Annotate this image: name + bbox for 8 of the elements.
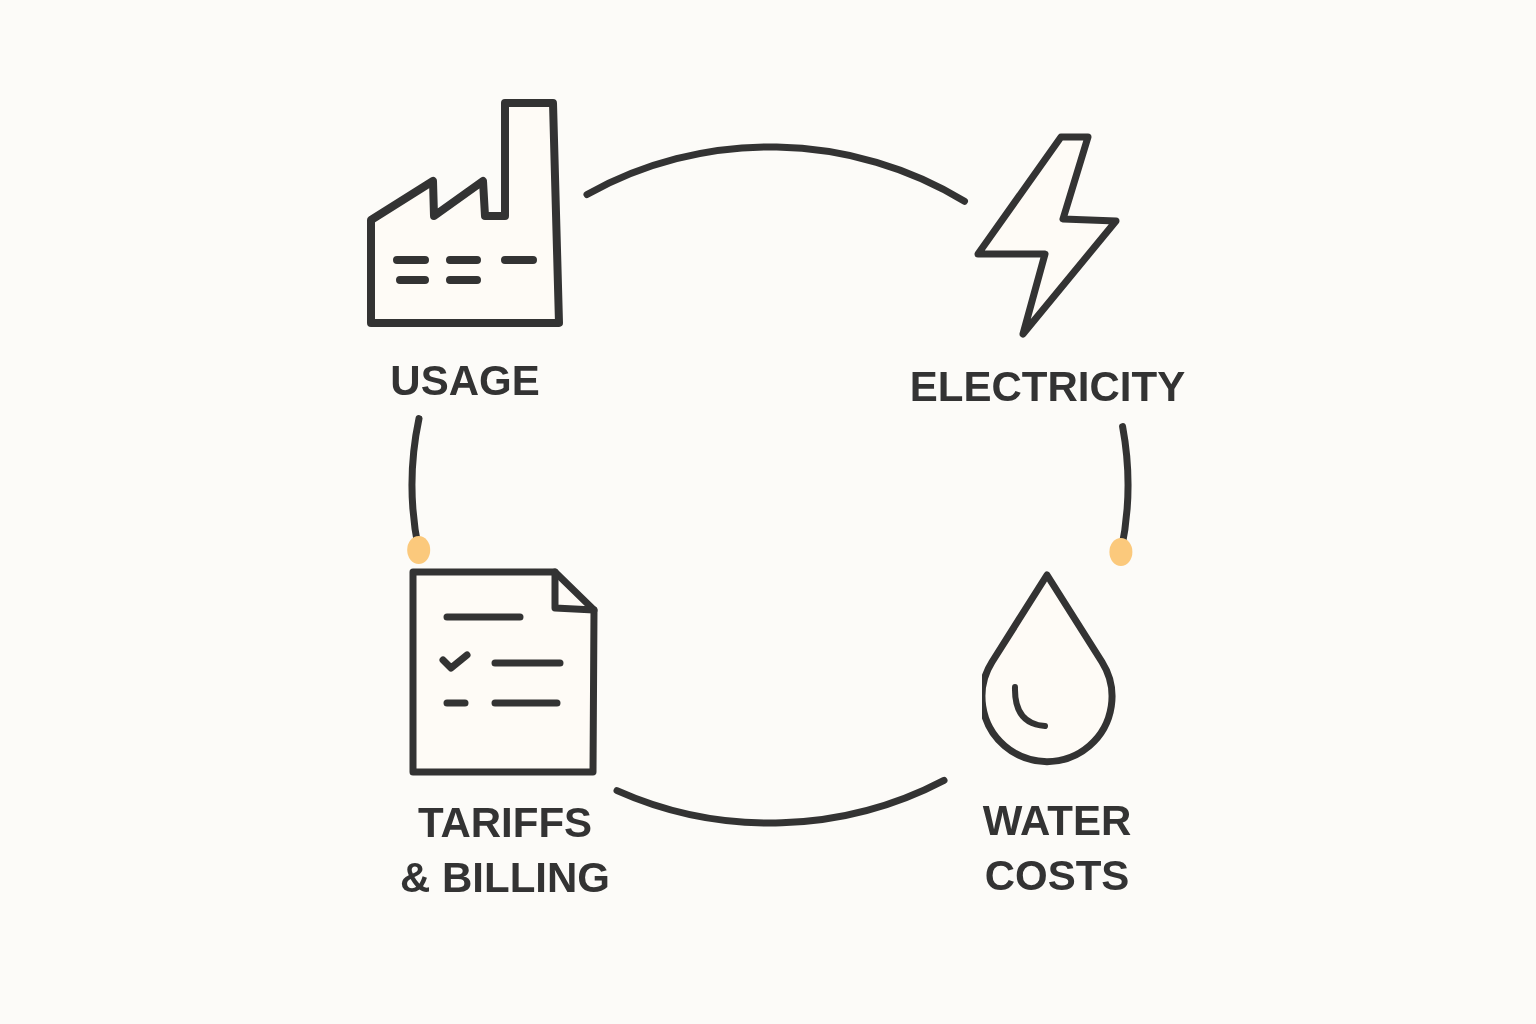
connector-arc xyxy=(407,415,431,564)
node-label: ELECTRICITY xyxy=(909,362,1186,412)
connector-arc xyxy=(1109,423,1133,566)
connector-arc xyxy=(583,143,968,205)
node-label: TARIFFS & BILLING xyxy=(399,798,611,903)
connector-arc xyxy=(613,776,948,827)
node-label: WATER COSTS xyxy=(981,796,1133,901)
node-label: USAGE xyxy=(390,356,540,406)
